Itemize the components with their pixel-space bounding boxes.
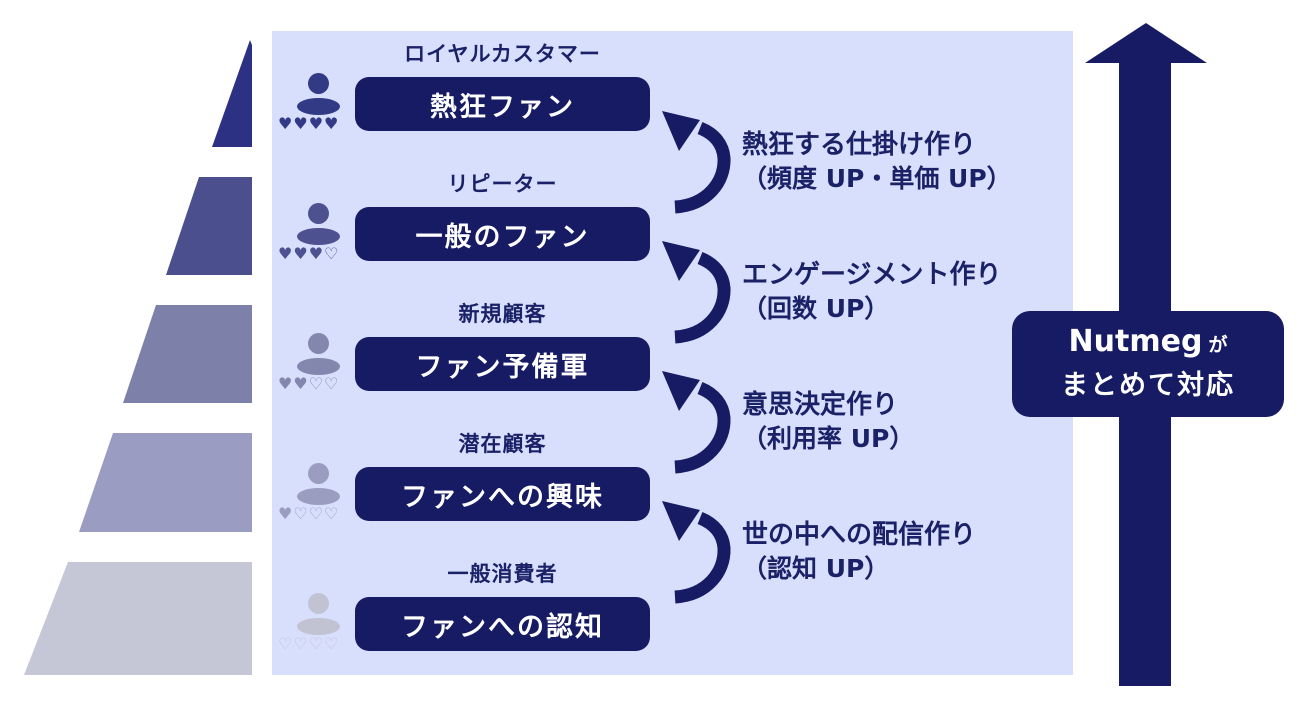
heart-rating: ♥♥♥♥ bbox=[278, 114, 340, 133]
stage-pill-label: 熱狂ファン bbox=[430, 91, 575, 123]
heart-rating: ♥♥♥♡ bbox=[278, 244, 340, 263]
stage-pill: ファンへの興味 bbox=[355, 467, 650, 521]
stage-pill: 熱狂ファン bbox=[355, 77, 650, 131]
stage-pill: ファンへの認知 bbox=[355, 597, 650, 651]
audience-label: 一般消費者 bbox=[447, 562, 558, 586]
person-icon bbox=[288, 461, 348, 525]
stage-row-new-customer: 新規顧客 ファン予備軍 ♥♥♡♡ bbox=[272, 298, 1073, 398]
curved-arrow-up-icon bbox=[662, 241, 731, 344]
pyramid-segment-5 bbox=[24, 562, 252, 675]
transition-metric-label: （認知 UP） bbox=[742, 554, 890, 583]
transition-step-2: エンゲージメント作り （回数 UP） bbox=[650, 233, 1080, 355]
person-icon bbox=[288, 591, 348, 655]
pyramid-segment-2 bbox=[166, 177, 252, 275]
pyramid-segment-3 bbox=[123, 305, 252, 403]
audience-label: ロイヤルカスタマー bbox=[404, 42, 601, 66]
curved-arrow-up-icon bbox=[662, 501, 731, 604]
person-icon bbox=[288, 71, 348, 135]
stage-pill: ファン予備軍 bbox=[355, 337, 650, 391]
stage-pill-label: 一般のファン bbox=[415, 221, 590, 253]
transition-step-1: 熱狂する仕掛け作り （頻度 UP・単価 UP） bbox=[650, 103, 1080, 225]
heart-rating: ♡♡♡♡ bbox=[278, 634, 340, 653]
curved-arrow-up-icon bbox=[662, 371, 731, 474]
stage-pill: 一般のファン bbox=[355, 207, 650, 261]
transition-step-4: 世の中への配信作り （認知 UP） bbox=[650, 493, 1080, 615]
stage-pill-label: ファンへの認知 bbox=[401, 611, 604, 643]
audience-label: 新規顧客 bbox=[458, 302, 547, 326]
transition-action-label: 世の中への配信作り bbox=[742, 520, 977, 550]
stage-row-loyal: ロイヤルカスタマー 熱狂ファン ♥♥♥♥ bbox=[272, 38, 1073, 138]
callout-line-2: まとめて対応 bbox=[1061, 370, 1235, 401]
heart-rating: ♥♥♡♡ bbox=[278, 374, 340, 393]
stage-row-general-consumer: 一般消費者 ファンへの認知 ♡♡♡♡ bbox=[272, 558, 1073, 658]
transition-step-3: 意思決定作り （利用率 UP） bbox=[650, 363, 1080, 485]
heart-rating: ♥♡♡♡ bbox=[278, 504, 340, 523]
transition-action-label: エンゲージメント作り bbox=[742, 260, 1002, 290]
transition-metric-label: （利用率 UP） bbox=[742, 424, 915, 453]
pyramid-segment-4 bbox=[79, 433, 252, 532]
person-icon bbox=[288, 331, 348, 395]
audience-label: リピーター bbox=[447, 172, 558, 196]
stage-row-potential-customer: 潜在顧客 ファンへの興味 ♥♡♡♡ bbox=[272, 428, 1073, 528]
pyramid-segment-1 bbox=[212, 40, 252, 147]
transition-action-label: 熱狂する仕掛け作り bbox=[742, 130, 977, 160]
pyramid-graphic bbox=[24, 40, 252, 675]
transition-action-label: 意思決定作り bbox=[742, 390, 899, 420]
stage-row-repeater: リピーター 一般のファン ♥♥♥♡ bbox=[272, 168, 1073, 268]
curved-arrow-up-icon bbox=[662, 111, 731, 214]
brand-name: Nutmeg bbox=[1068, 324, 1203, 359]
stage-pill-label: ファン予備軍 bbox=[415, 351, 590, 383]
brand-particle: が bbox=[1208, 334, 1228, 356]
person-icon bbox=[288, 201, 348, 265]
audience-label: 潜在顧客 bbox=[458, 432, 547, 456]
transition-metric-label: （回数 UP） bbox=[742, 294, 890, 323]
transition-metric-label: （頻度 UP・単価 UP） bbox=[742, 164, 1012, 193]
stage-pill-label: ファンへの興味 bbox=[401, 481, 604, 513]
